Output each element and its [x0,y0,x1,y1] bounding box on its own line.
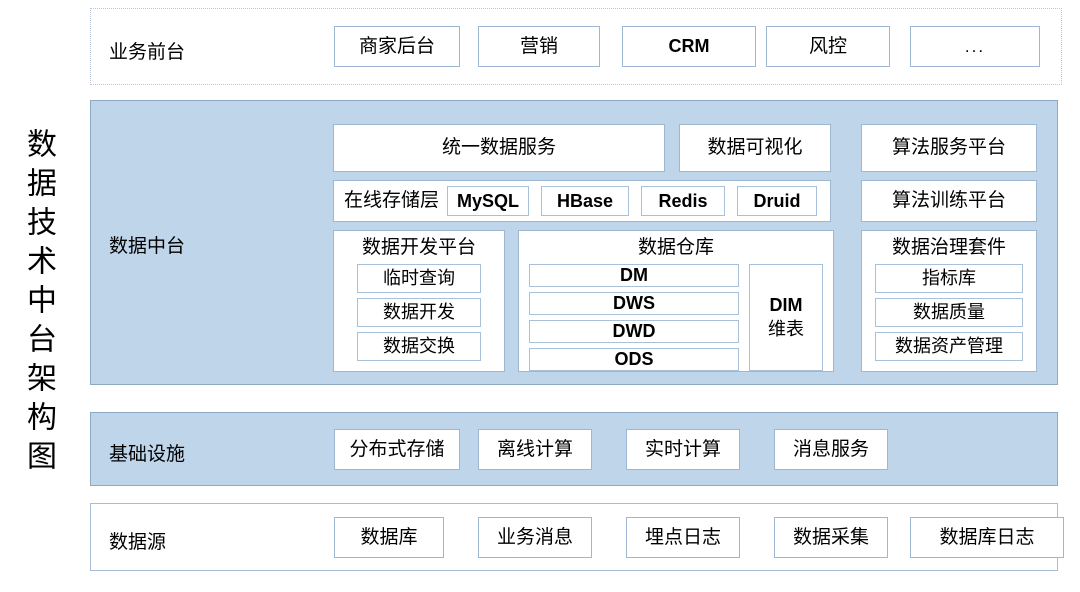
warehouse-layer-stack: DM DWS DWD ODS [529,263,739,371]
dim-label: 维表 [768,319,804,340]
group-data-governance: 数据治理套件 指标库 数据质量 数据资产管理 [861,230,1037,372]
card-realtime-compute[interactable]: 实时计算 [626,429,740,470]
card-business-more[interactable]: ... [910,26,1040,67]
online-storage-label: 在线存储层 [344,190,440,212]
row-infrastructure-label: 基础设施 [109,444,186,465]
row-data-source-label: 数据源 [109,532,167,553]
card-unified-data-service[interactable]: 统一数据服务 [333,124,665,172]
card-data-exchange[interactable]: 数据交换 [357,331,481,361]
card-data-quality[interactable]: 数据质量 [875,297,1023,327]
data-dev-platform-title: 数据开发平台 [361,237,476,258]
card-marketing[interactable]: 营销 [478,26,600,67]
card-business-message[interactable]: 业务消息 [478,517,592,558]
card-distributed-storage[interactable]: 分布式存储 [334,429,460,470]
store-druid[interactable]: Druid [737,186,818,216]
layer-dm[interactable]: DM [529,263,739,287]
card-ad-hoc-query[interactable]: 临时查询 [357,263,481,293]
layer-dws[interactable]: DWS [529,291,739,315]
card-message-service[interactable]: 消息服务 [774,429,888,470]
card-data-development[interactable]: 数据开发 [357,297,481,327]
card-merchant-backend[interactable]: 商家后台 [334,26,460,67]
card-database[interactable]: 数据库 [334,517,444,558]
card-algorithm-training-platform[interactable]: 算法训练平台 [861,180,1037,222]
group-data-dev-platform: 数据开发平台 临时查询 数据开发 数据交换 [333,230,505,372]
card-data-asset-management[interactable]: 数据资产管理 [875,331,1023,361]
diagram-vertical-title: 数据技术中台架构图 [22,127,55,479]
data-governance-title: 数据治理套件 [891,237,1006,258]
layer-dwd[interactable]: DWD [529,319,739,343]
data-warehouse-title: 数据仓库 [637,237,714,258]
card-algorithm-service-platform[interactable]: 算法服务平台 [861,124,1037,172]
card-data-visualization[interactable]: 数据可视化 [679,124,831,172]
store-hbase[interactable]: HBase [541,186,630,216]
dim-abbrev: DIM [769,295,803,316]
card-offline-compute[interactable]: 离线计算 [478,429,592,470]
card-tracking-log[interactable]: 埋点日志 [626,517,740,558]
layer-ods[interactable]: ODS [529,347,739,371]
row-data-middle-platform-label: 数据中台 [109,236,186,257]
card-crm[interactable]: CRM [622,26,756,67]
group-data-warehouse: 数据仓库 DM DWS DWD ODS DIM 维表 [518,230,834,372]
store-mysql[interactable]: MySQL [447,186,530,216]
card-risk-control[interactable]: 风控 [766,26,890,67]
card-database-log[interactable]: 数据库日志 [910,517,1064,558]
card-data-collection[interactable]: 数据采集 [774,517,888,558]
card-dim-table[interactable]: DIM 维表 [749,263,823,371]
card-metric-store[interactable]: 指标库 [875,263,1023,293]
group-online-storage: 在线存储层 MySQL HBase Redis Druid [333,180,831,222]
store-redis[interactable]: Redis [641,186,726,216]
row-business-frontend-label: 业务前台 [109,42,186,63]
